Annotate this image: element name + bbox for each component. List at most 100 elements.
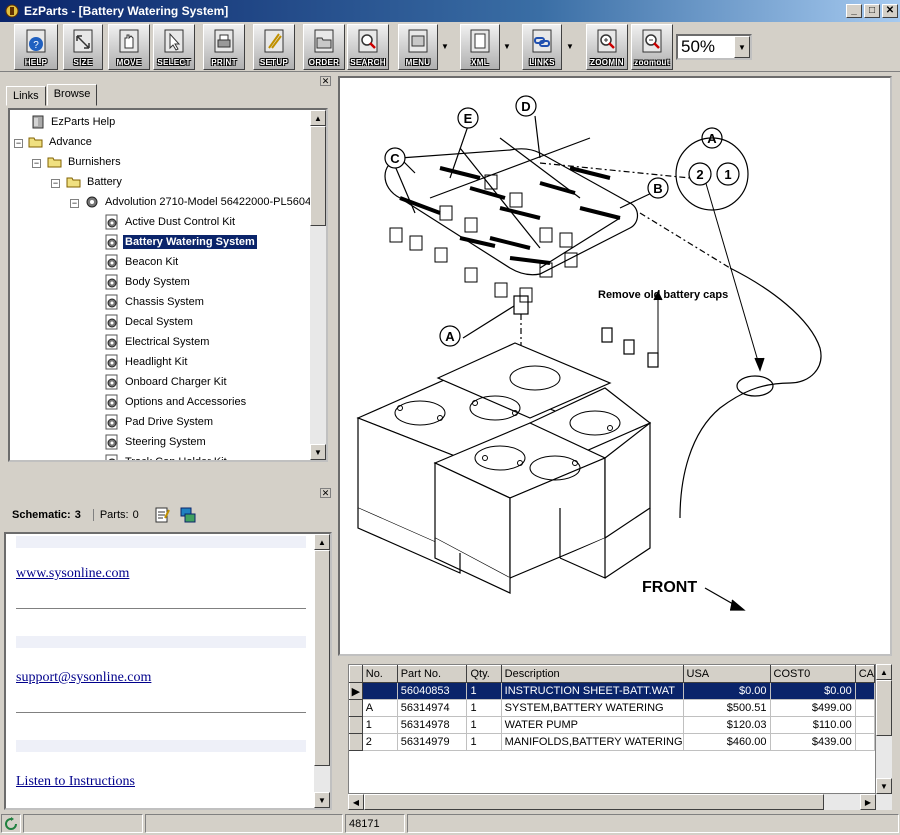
info-scrollbar[interactable]: ▲ ▼: [314, 534, 330, 808]
zoom-in-button[interactable]: ZOOMIN: [586, 24, 628, 70]
scroll-up-icon[interactable]: ▲: [310, 110, 326, 126]
tree-item-model[interactable]: Advolution 2710-Model 56422000-PL56042: [84, 193, 319, 211]
scroll-up-icon[interactable]: ▲: [876, 664, 892, 680]
menu-button[interactable]: MENU: [398, 24, 438, 70]
tree-item-electrical-system[interactable]: Electrical System: [104, 333, 211, 351]
website-link[interactable]: www.sysonline.com: [16, 566, 130, 581]
window-title: EzParts - [Battery Watering System]: [24, 4, 229, 18]
maximize-button[interactable]: □: [864, 4, 880, 18]
tree-item-battery[interactable]: Battery: [66, 173, 124, 191]
tree-item-decal-system[interactable]: Decal System: [104, 313, 195, 331]
table-scrollbar[interactable]: ▲ ▼: [876, 664, 892, 794]
minimize-button[interactable]: _: [846, 4, 862, 18]
zoom-out-button[interactable]: zoomout: [631, 24, 673, 70]
status-refresh[interactable]: [1, 814, 21, 833]
scroll-right-icon[interactable]: ▶: [860, 794, 876, 810]
gear-icon: [105, 394, 118, 410]
tree-item-burnishers[interactable]: Burnishers: [47, 153, 123, 171]
tree-item-active-dust-control-kit[interactable]: Active Dust Control Kit: [104, 213, 237, 231]
setup-button[interactable]: SETUP: [253, 24, 295, 70]
support-email-link[interactable]: support@sysonline.com: [16, 670, 152, 685]
tree-item-chassis-system[interactable]: Chassis System: [104, 293, 206, 311]
scroll-left-icon[interactable]: ◀: [348, 794, 364, 810]
tree-item-track-can-holder-kit[interactable]: Track Can Holder Kit: [104, 453, 229, 460]
tree-item-pad-drive-system[interactable]: Pad Drive System: [104, 413, 215, 431]
print-button[interactable]: PRINT: [203, 24, 245, 70]
scroll-thumb[interactable]: [310, 126, 326, 226]
scroll-thumb[interactable]: [876, 680, 892, 736]
scroll-down-icon[interactable]: ▼: [314, 792, 330, 808]
tree-item-help[interactable]: EzParts Help: [30, 113, 117, 131]
scroll-thumb[interactable]: [364, 794, 824, 810]
table-hscrollbar[interactable]: ◀ ▶: [348, 794, 892, 810]
notes-icon[interactable]: [153, 506, 171, 524]
row-indicator[interactable]: [349, 699, 363, 717]
title-bar: EzParts - [Battery Watering System] _ □ …: [0, 0, 900, 22]
tree-item-battery-watering-system[interactable]: Battery Watering System: [104, 233, 257, 251]
parts-label: Parts:: [92, 509, 129, 521]
collapse-icon[interactable]: −: [51, 178, 60, 188]
links-button[interactable]: LINKS: [522, 24, 562, 70]
tree-item-onboard-charger-kit[interactable]: Onboard Charger Kit: [104, 373, 229, 391]
select-button[interactable]: SELECT: [153, 24, 195, 70]
row-indicator[interactable]: [349, 733, 363, 751]
cell-description: INSTRUCTION SHEET-BATT.WAT: [501, 682, 684, 700]
size-button[interactable]: SIZE: [63, 24, 103, 70]
svg-text:?: ?: [33, 40, 39, 51]
xml-button[interactable]: XML: [460, 24, 500, 70]
row-indicator[interactable]: [349, 716, 363, 734]
row-indicator[interactable]: ▶: [349, 682, 363, 700]
scroll-thumb[interactable]: [314, 550, 330, 766]
tree-item-options-and-accessories[interactable]: Options and Accessories: [104, 393, 248, 411]
column-usa[interactable]: USA: [682, 665, 771, 683]
tab-links[interactable]: Links: [6, 86, 46, 106]
tree-item-headlight-kit[interactable]: Headlight Kit: [104, 353, 189, 371]
callout-a[interactable]: A: [445, 329, 455, 344]
tree-scrollbar[interactable]: ▲ ▼: [310, 110, 326, 460]
column-no[interactable]: No.: [361, 665, 398, 683]
help-button[interactable]: ? HELP: [14, 24, 58, 70]
schematic-diagram[interactable]: E D C B A A 2 1 Remove old battery caps …: [338, 76, 892, 656]
callout-a-pump[interactable]: A: [707, 131, 717, 146]
move-button[interactable]: MOVE: [108, 24, 150, 70]
xml-dropdown-icon[interactable]: ▼: [503, 42, 511, 51]
tree-item-advance[interactable]: Advance: [28, 133, 94, 151]
scroll-up-icon[interactable]: ▲: [314, 534, 330, 550]
tree-item-steering-system[interactable]: Steering System: [104, 433, 208, 451]
callout-1[interactable]: 1: [724, 167, 731, 182]
collapse-icon[interactable]: −: [70, 198, 79, 208]
info-panel-close-icon[interactable]: ✕: [320, 488, 331, 498]
collapse-icon[interactable]: −: [14, 138, 23, 148]
collapse-icon[interactable]: −: [32, 158, 41, 168]
callout-d[interactable]: D: [521, 99, 530, 114]
callout-b[interactable]: B: [653, 181, 662, 196]
listen-instructions-link[interactable]: Listen to Instructions: [16, 774, 135, 789]
column-cost0[interactable]: COST0: [769, 665, 856, 683]
order-button[interactable]: ORDER: [303, 24, 345, 70]
chevron-down-icon[interactable]: ▼: [734, 36, 750, 58]
column-part-no[interactable]: Part No.: [396, 665, 468, 683]
tab-browse[interactable]: Browse: [46, 84, 98, 106]
column-qty[interactable]: Qty.: [466, 665, 502, 683]
scroll-down-icon[interactable]: ▼: [310, 444, 326, 460]
windows-icon[interactable]: [179, 506, 197, 524]
close-button[interactable]: ✕: [882, 4, 898, 18]
search-button[interactable]: SEARCH: [347, 24, 389, 70]
zoom-select[interactable]: 50% ▼: [676, 34, 752, 60]
browse-panel-close-icon[interactable]: ✕: [320, 76, 331, 86]
tree-item-body-system[interactable]: Body System: [104, 273, 192, 291]
callout-e[interactable]: E: [464, 111, 473, 126]
callout-c[interactable]: C: [390, 151, 400, 166]
info-pane: www.sysonline.com support@sysonline.com …: [4, 532, 332, 810]
tree-item-beacon-kit[interactable]: Beacon Kit: [104, 253, 180, 271]
links-dropdown-icon[interactable]: ▼: [566, 42, 574, 51]
column-ca[interactable]: CA: [854, 665, 875, 683]
callout-2[interactable]: 2: [696, 167, 703, 182]
column-description[interactable]: Description: [500, 665, 684, 683]
menu-dropdown-icon[interactable]: ▼: [441, 42, 449, 51]
scroll-down-icon[interactable]: ▼: [876, 778, 892, 794]
